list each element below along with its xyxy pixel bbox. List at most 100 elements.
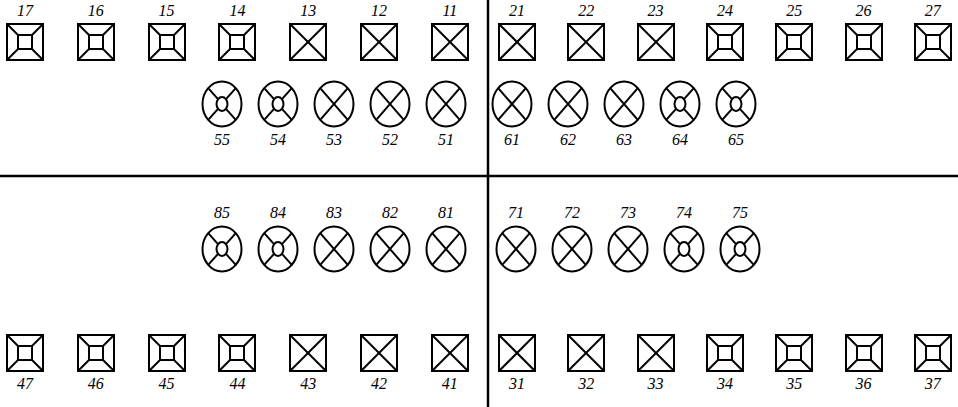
permanent-tooth-symbol bbox=[775, 23, 813, 61]
primary-tooth-symbol bbox=[425, 225, 467, 273]
tooth-symbol: 42 bbox=[359, 334, 399, 393]
permanent-tooth-symbol bbox=[431, 334, 469, 372]
primary-tooth-symbol bbox=[201, 80, 243, 128]
permanent-tooth-symbol bbox=[360, 23, 398, 61]
tooth-number: 53 bbox=[324, 131, 344, 149]
permanent-tooth-symbol bbox=[431, 23, 469, 61]
tooth-number: 35 bbox=[784, 375, 804, 393]
tooth-number: 51 bbox=[436, 131, 456, 149]
primary-tooth-symbol bbox=[313, 225, 355, 273]
permanent-tooth-symbol bbox=[148, 334, 186, 372]
tooth-number: 17 bbox=[15, 2, 35, 20]
tooth-symbol: 84 bbox=[256, 204, 300, 273]
tooth-symbol: 31 bbox=[497, 334, 537, 393]
tooth-number: 27 bbox=[923, 2, 943, 20]
primary-tooth-symbol bbox=[257, 80, 299, 128]
permanent-tooth-symbol bbox=[706, 334, 744, 372]
tooth-symbol: 21 bbox=[497, 2, 537, 61]
permanent-tooth-symbol bbox=[218, 23, 256, 61]
tooth-symbol: 63 bbox=[602, 80, 646, 149]
tooth-number: 71 bbox=[506, 204, 526, 222]
permanent-tooth-symbol bbox=[845, 23, 883, 61]
permanent-tooth-symbol bbox=[567, 334, 605, 372]
tooth-symbol: 34 bbox=[705, 334, 745, 393]
tooth-symbol: 82 bbox=[368, 204, 412, 273]
permanent-tooth-symbol bbox=[637, 334, 675, 372]
tooth-number: 16 bbox=[86, 2, 106, 20]
primary-tooth-symbol bbox=[659, 80, 701, 128]
tooth-number: 22 bbox=[576, 2, 596, 20]
primary-tooth-symbol bbox=[663, 225, 705, 273]
tooth-symbol: 26 bbox=[844, 2, 884, 61]
permanent-tooth-symbol bbox=[498, 23, 536, 61]
tooth-number: 55 bbox=[212, 131, 232, 149]
tooth-number: 82 bbox=[380, 204, 400, 222]
tooth-number: 34 bbox=[715, 375, 735, 393]
tooth-symbol: 12 bbox=[359, 2, 399, 61]
permanent-tooth-symbol bbox=[775, 334, 813, 372]
tooth-number: 26 bbox=[854, 2, 874, 20]
tooth-number: 73 bbox=[618, 204, 638, 222]
tooth-number: 44 bbox=[227, 375, 247, 393]
tooth-symbol: 27 bbox=[913, 2, 953, 61]
primary-tooth-symbol bbox=[719, 225, 761, 273]
tooth-number: 47 bbox=[15, 375, 35, 393]
tooth-number: 85 bbox=[212, 204, 232, 222]
tooth-symbol: 41 bbox=[430, 334, 470, 393]
tooth-symbol: 47 bbox=[5, 334, 45, 393]
tooth-symbol: 83 bbox=[312, 204, 356, 273]
tooth-number: 24 bbox=[715, 2, 735, 20]
primary-tooth-symbol bbox=[369, 80, 411, 128]
tooth-number: 37 bbox=[923, 375, 943, 393]
tooth-number: 75 bbox=[730, 204, 750, 222]
primary-tooth-symbol bbox=[715, 80, 757, 128]
tooth-number: 43 bbox=[298, 375, 318, 393]
tooth-number: 65 bbox=[726, 131, 746, 149]
permanent-tooth-symbol bbox=[914, 23, 952, 61]
tooth-number: 54 bbox=[268, 131, 288, 149]
tooth-symbol: 85 bbox=[200, 204, 244, 273]
tooth-number: 84 bbox=[268, 204, 288, 222]
tooth-symbol: 11 bbox=[430, 2, 470, 61]
tooth-symbol: 43 bbox=[288, 334, 328, 393]
tooth-symbol: 36 bbox=[844, 334, 884, 393]
tooth-number: 15 bbox=[157, 2, 177, 20]
permanent-tooth-symbol bbox=[77, 334, 115, 372]
tooth-symbol: 23 bbox=[636, 2, 676, 61]
tooth-number: 32 bbox=[576, 375, 596, 393]
tooth-number: 31 bbox=[507, 375, 527, 393]
tooth-symbol: 15 bbox=[147, 2, 187, 61]
tooth-symbol: 33 bbox=[636, 334, 676, 393]
tooth-symbol: 22 bbox=[566, 2, 606, 61]
permanent-tooth-symbol bbox=[498, 334, 536, 372]
tooth-symbol: 44 bbox=[217, 334, 257, 393]
tooth-number: 42 bbox=[369, 375, 389, 393]
permanent-tooth-symbol bbox=[6, 334, 44, 372]
tooth-number: 45 bbox=[157, 375, 177, 393]
tooth-number: 81 bbox=[436, 204, 456, 222]
tooth-symbol: 51 bbox=[424, 80, 468, 149]
tooth-number: 21 bbox=[507, 2, 527, 20]
tooth-symbol: 75 bbox=[718, 204, 762, 273]
tooth-number: 61 bbox=[502, 131, 522, 149]
tooth-number: 36 bbox=[854, 375, 874, 393]
tooth-number: 63 bbox=[614, 131, 634, 149]
permanent-tooth-symbol bbox=[148, 23, 186, 61]
tooth-symbol: 54 bbox=[256, 80, 300, 149]
permanent-tooth-symbol bbox=[77, 23, 115, 61]
permanent-tooth-symbol bbox=[6, 23, 44, 61]
tooth-symbol: 13 bbox=[288, 2, 328, 61]
tooth-symbol: 45 bbox=[147, 334, 187, 393]
primary-tooth-symbol bbox=[607, 225, 649, 273]
tooth-number: 11 bbox=[440, 2, 459, 20]
permanent-tooth-symbol bbox=[845, 334, 883, 372]
permanent-tooth-symbol bbox=[289, 334, 327, 372]
tooth-symbol: 71 bbox=[494, 204, 538, 273]
tooth-symbol: 16 bbox=[76, 2, 116, 61]
tooth-symbol: 24 bbox=[705, 2, 745, 61]
permanent-tooth-symbol bbox=[289, 23, 327, 61]
tooth-symbol: 64 bbox=[658, 80, 702, 149]
tooth-number: 14 bbox=[227, 2, 247, 20]
tooth-symbol: 81 bbox=[424, 204, 468, 273]
